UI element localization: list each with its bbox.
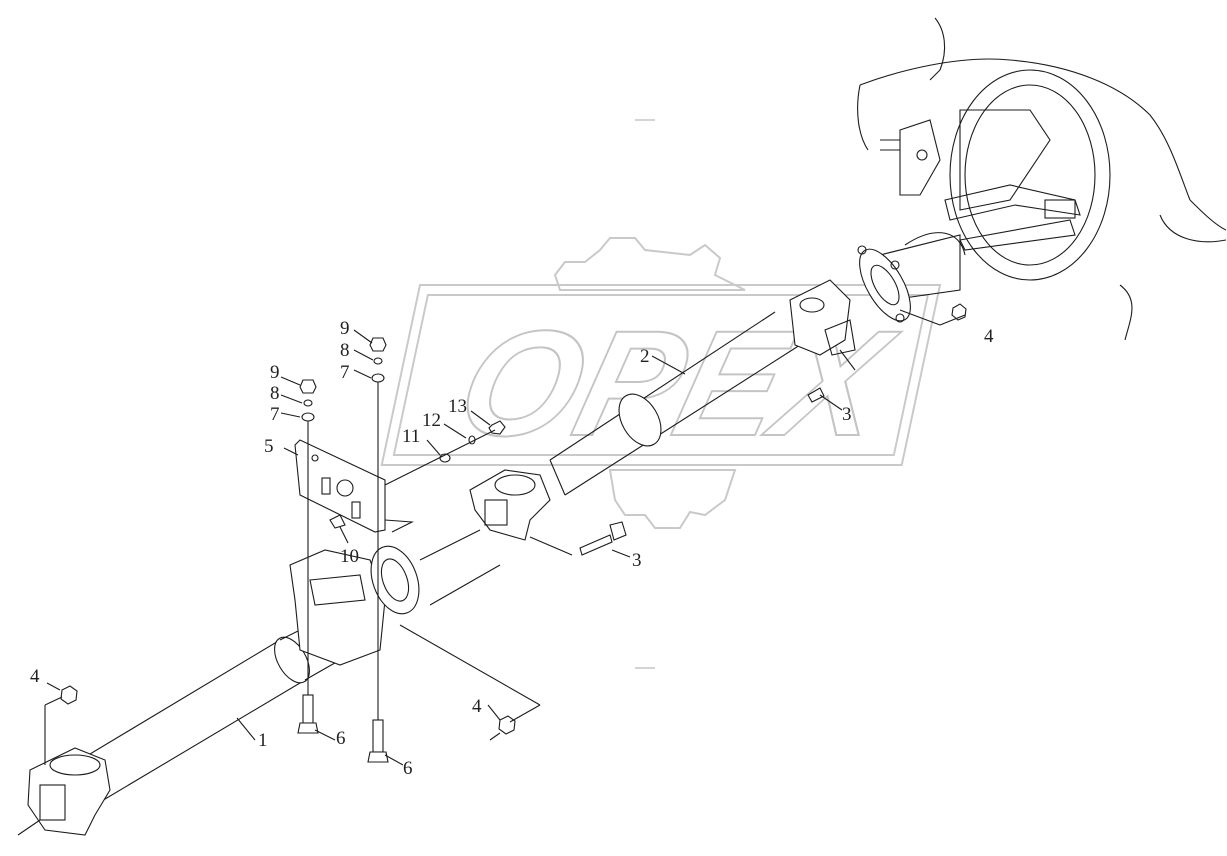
callout-4: 4	[472, 696, 482, 717]
callout-10: 10	[340, 546, 359, 567]
propeller-shaft-2	[549, 279, 856, 496]
callout-6: 6	[336, 728, 346, 749]
propeller-shaft-1	[59, 614, 341, 806]
fasteners-11-13	[329, 420, 506, 529]
watermark-frame-outer	[380, 284, 942, 466]
callout-1: 1	[258, 730, 268, 751]
watermark: OPEX	[380, 237, 942, 529]
bracket-plate	[294, 439, 415, 533]
callout-8: 8	[340, 340, 350, 361]
callout-2: 2	[640, 346, 650, 367]
fastener-stack-b	[369, 337, 387, 383]
bolts-3	[579, 387, 825, 556]
callout-5: 5	[264, 436, 274, 457]
bolts-6	[297, 380, 389, 763]
watermark-gear-lower	[608, 469, 737, 529]
fastener-stack-a	[299, 379, 317, 422]
callout-7: 7	[340, 362, 350, 383]
callout-9: 9	[270, 362, 280, 383]
callout-8: 8	[270, 383, 280, 404]
watermark-frame-inner	[392, 294, 930, 456]
callout-3: 3	[632, 550, 642, 571]
watermark-gear	[553, 237, 746, 291]
callout-13: 13	[448, 396, 467, 417]
callout-4: 4	[984, 326, 994, 347]
callout-3: 3	[842, 404, 852, 425]
callout-7: 7	[270, 404, 280, 425]
callout-labels: 1 2 3 3 4 4 4 5 6 6 7 7 8 8 9 9 10 11 12…	[30, 318, 994, 779]
leader-lines	[44, 309, 966, 766]
callout-4: 4	[30, 666, 40, 687]
callout-6: 6	[403, 758, 413, 779]
universal-joint-middle	[469, 469, 551, 541]
callout-9: 9	[340, 318, 350, 339]
universal-joint-front	[17, 747, 111, 836]
center-bearing	[289, 529, 501, 666]
axle-housing	[857, 17, 1227, 341]
pinion-flange	[857, 245, 911, 323]
callout-12: 12	[422, 410, 441, 431]
callout-11: 11	[402, 426, 420, 447]
